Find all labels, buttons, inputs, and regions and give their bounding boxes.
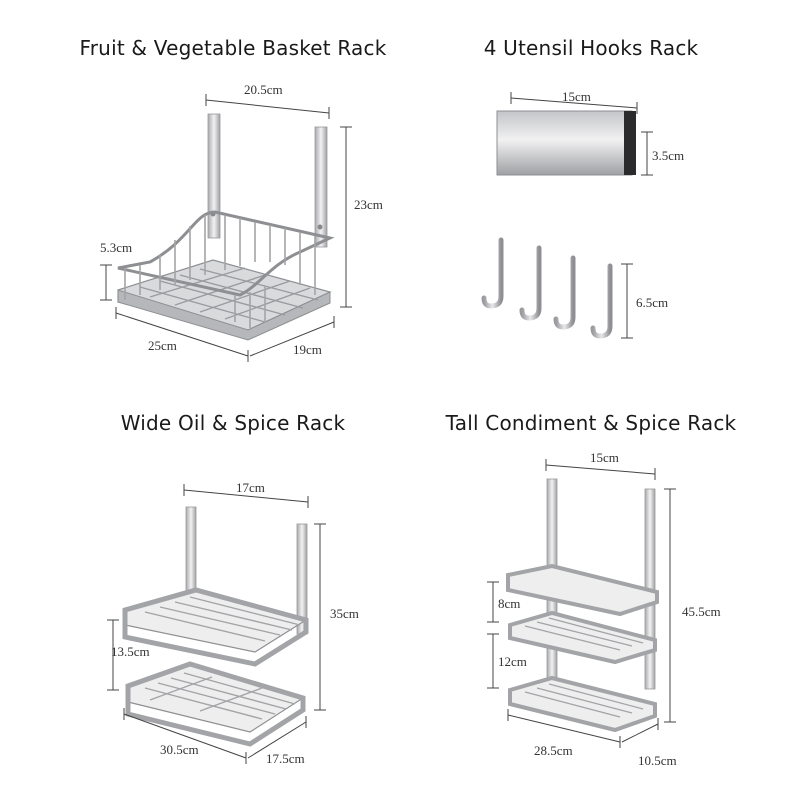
- wide-rack-illustration: [107, 484, 326, 764]
- wide-rack-title: Wide Oil & Spice Rack: [120, 411, 346, 435]
- hook-2-icon: [519, 245, 542, 321]
- tall-gap-top-label: 8cm: [498, 596, 521, 611]
- tall-length-label: 28.5cm: [534, 743, 573, 758]
- basket-rack-title: Fruit & Vegetable Basket Rack: [79, 36, 387, 60]
- hook-3-icon: [553, 255, 576, 330]
- tall-width-label: 15cm: [590, 450, 619, 465]
- basket-side-label: 5.3cm: [100, 240, 133, 255]
- hooks-bar-height-label: 3.5cm: [652, 148, 685, 163]
- hook-4-icon: [590, 263, 613, 339]
- tall-height-label: 45.5cm: [682, 604, 721, 619]
- wide-length-label: 30.5cm: [160, 742, 199, 757]
- basket-height-label: 23cm: [354, 197, 383, 212]
- tall-depth-label: 10.5cm: [638, 753, 677, 768]
- hooks-rack-illustration: [481, 92, 653, 339]
- wide-shelf-gap-label: 13.5cm: [111, 644, 150, 659]
- wide-height-label: 35cm: [330, 606, 359, 621]
- tall-rack-illustration: [487, 459, 676, 748]
- tall-gap-bottom-label: 12cm: [498, 654, 527, 669]
- tall-rack-title: Tall Condiment & Spice Rack: [445, 411, 737, 435]
- hooks-bar-length-label: 15cm: [562, 89, 591, 104]
- hooks-rack-title: 4 Utensil Hooks Rack: [483, 36, 699, 60]
- basket-rack-illustration: [100, 94, 352, 362]
- basket-depth-label: 19cm: [293, 342, 322, 357]
- wide-width-label: 17cm: [236, 480, 265, 495]
- hook-1-icon: [481, 237, 504, 309]
- hooks-height-label: 6.5cm: [636, 295, 669, 310]
- wide-depth-label: 17.5cm: [266, 751, 305, 766]
- basket-length-label: 25cm: [148, 338, 177, 353]
- basket-width-label: 20.5cm: [244, 82, 283, 97]
